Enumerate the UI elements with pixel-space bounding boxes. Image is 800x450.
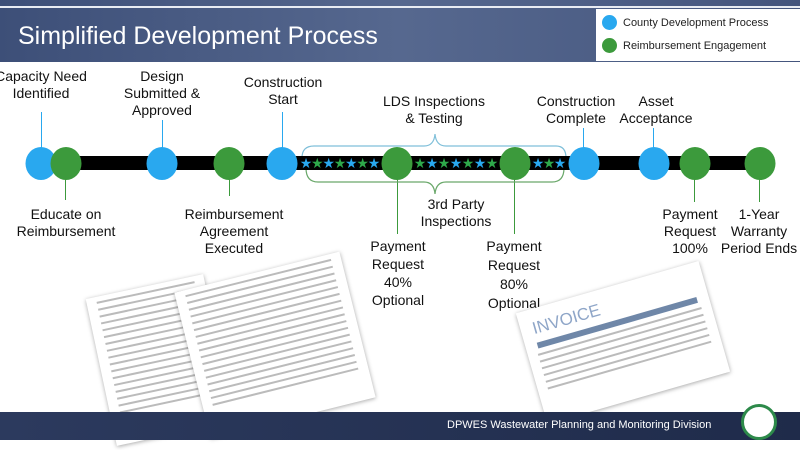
label-warranty: 1-Year Warranty Period Ends (720, 206, 798, 256)
milestone-construction-complete (568, 147, 600, 180)
milestone-payment-100 (679, 147, 711, 180)
connector-line (514, 178, 515, 234)
blue-dot-icon (602, 15, 617, 30)
star-icon: ★ (322, 155, 335, 171)
star-icon: ★ (449, 155, 463, 171)
label-capacity-need: Capacity Need Identified (0, 68, 87, 101)
label-agreement: Reimbursement Agreement Executed (184, 206, 284, 256)
star-icon: ★ (311, 155, 324, 171)
slide-title: Simplified Development Process (18, 22, 378, 50)
slide-footer: DPWES Wastewater Planning and Monitoring… (0, 412, 800, 440)
legend-item-county: County Development Process (602, 15, 769, 30)
label-construction-complete: Construction Complete (536, 93, 616, 126)
label-third-party: 3rd Party Inspections (420, 196, 492, 229)
star-icon: ★ (531, 155, 545, 171)
milestone-agreement (213, 147, 245, 180)
star-icon: ★ (473, 155, 487, 171)
star-icon: ★ (437, 155, 451, 171)
green-dot-icon (602, 38, 617, 53)
star-icon: ★ (413, 155, 427, 171)
star-icon: ★ (461, 155, 475, 171)
milestone-design (146, 147, 178, 180)
connector-line (229, 178, 230, 196)
dpwes-logo (741, 404, 777, 440)
footer-text: DPWES Wastewater Planning and Monitoring… (447, 419, 712, 431)
legend-label: Reimbursement Engagement (623, 39, 767, 52)
connector-line (759, 178, 760, 202)
label-educate: Educate on Reimbursement (16, 206, 116, 239)
connector-line (41, 112, 42, 148)
header-divider (0, 6, 800, 8)
milestone-payment-40 (381, 147, 413, 180)
legend-item-reimbursement: Reimbursement Engagement (602, 38, 766, 53)
connector-line (694, 178, 695, 202)
milestone-educate (50, 147, 82, 180)
milestone-payment-80 (499, 147, 531, 180)
star-icon: ★ (485, 155, 499, 171)
label-asset-acceptance: Asset Acceptance (619, 93, 693, 126)
connector-line (282, 112, 283, 148)
milestone-construction-start (266, 147, 298, 180)
label-design-submitted: Design Submitted & Approved (123, 68, 201, 118)
invoice-image: INVOICE (515, 261, 731, 424)
label-payment-80: Payment Request 80% Optional (486, 238, 542, 311)
connector-line (162, 120, 163, 148)
label-payment-100: Payment Request 100% (662, 206, 718, 256)
connector-line (653, 128, 654, 148)
connector-line (65, 178, 66, 200)
legend-label: County Development Process (623, 16, 769, 29)
star-icon: ★ (299, 155, 313, 171)
star-icon: ★ (333, 155, 347, 171)
milestone-warranty (744, 147, 776, 180)
star-icon: ★ (553, 155, 567, 171)
brace-lines (301, 133, 567, 195)
star-icon: ★ (425, 155, 439, 171)
label-payment-40: Payment Request 40% Optional (370, 238, 426, 308)
label-lds-inspections: LDS Inspections & Testing (383, 93, 485, 126)
milestone-asset-acceptance (638, 147, 670, 180)
star-icon: ★ (367, 155, 381, 171)
agreement-form-image (174, 251, 376, 439)
star-icon: ★ (345, 155, 358, 171)
star-icon: ★ (542, 155, 556, 171)
connector-line (397, 178, 398, 234)
connector-line (583, 128, 584, 148)
label-construction-start: Construction Start (243, 74, 323, 107)
legend: County Development Process Reimbursement… (596, 9, 800, 61)
star-icon: ★ (356, 155, 369, 171)
